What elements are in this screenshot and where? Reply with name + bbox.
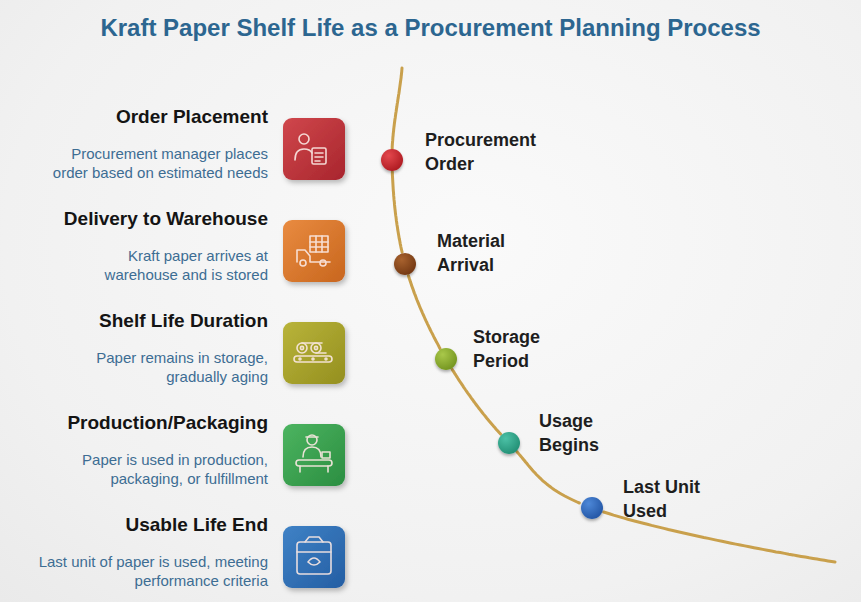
step-description: Last unit of paper is used, meeting perf… (36, 552, 268, 590)
milestone-label: Procurement Order (425, 128, 565, 176)
timeline-dot: Usage Begins (498, 432, 520, 454)
milestone-label: Usage Begins (539, 409, 629, 457)
diagram-title: Kraft Paper Shelf Life as a Procurement … (0, 14, 861, 42)
milestone-label: Storage Period (473, 325, 573, 373)
timeline-dot: Procurement Order (381, 149, 403, 171)
step-heading: Production/Packaging (8, 412, 268, 434)
timeline-connector (408, 276, 440, 349)
step-heading: Order Placement (8, 106, 268, 128)
step-heading: Shelf Life Duration (8, 310, 268, 332)
timeline-connector (392, 172, 402, 253)
step-description: Procurement manager places order based o… (36, 144, 268, 182)
timeline-dot: Material Arrival (394, 253, 416, 275)
timeline-connector (517, 452, 580, 504)
step-description: Kraft paper arrives at warehouse and is … (73, 246, 268, 284)
milestone-label: Last Unit Used (623, 475, 723, 523)
step-description: Paper is used in production, packaging, … (43, 450, 268, 488)
step-heading: Delivery to Warehouse (8, 208, 268, 230)
timeline-dot: Last Unit Used (581, 497, 603, 519)
milestone-label: Material Arrival (437, 229, 557, 277)
timeline-connector (452, 369, 500, 434)
timeline-dot: Storage Period (435, 348, 457, 370)
step-description: Paper remains in storage, gradually agin… (68, 348, 268, 386)
curve-tail (392, 68, 402, 149)
step-heading: Usable Life End (8, 514, 268, 536)
